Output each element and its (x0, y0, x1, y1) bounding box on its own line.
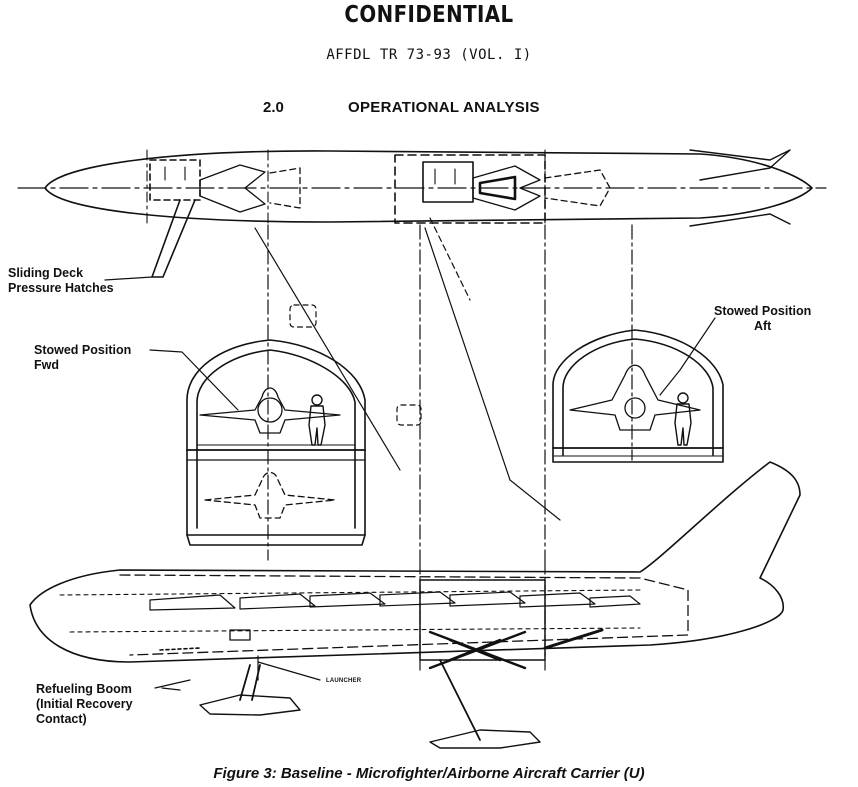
label-refueling-boom: Refueling Boom (Initial Recovery Contact… (36, 682, 133, 726)
section-title: OPERATIONAL ANALYSIS (348, 99, 540, 116)
launched-microfighter (429, 659, 541, 749)
top-view-fuselage (17, 149, 827, 227)
label-leaders (149, 317, 716, 689)
aft-cross-section (552, 329, 724, 463)
report-number: AFFDL TR 73-93 (VOL. I) (326, 47, 532, 63)
label-sliding-deck: Sliding Deck Pressure Hatches (8, 266, 114, 295)
label-stowed-fwd: Stowed Position Fwd (34, 343, 132, 372)
side-view-fuselage (29, 461, 801, 671)
sliding-deck-strut (104, 199, 196, 281)
forward-cross-section (186, 339, 366, 546)
launcher-leader (257, 655, 321, 681)
section-number: 2.0 (263, 99, 284, 116)
label-stowed-aft: Stowed Position Aft (714, 304, 812, 333)
label-launcher: LAUNCHER (326, 678, 362, 684)
projection-lines (254, 217, 633, 561)
refueling-boom (161, 664, 301, 716)
figure-caption: Figure 3: Baseline - Microfighter/Airbor… (213, 765, 645, 782)
classification-marking: CONFIDENTIAL (344, 2, 514, 28)
